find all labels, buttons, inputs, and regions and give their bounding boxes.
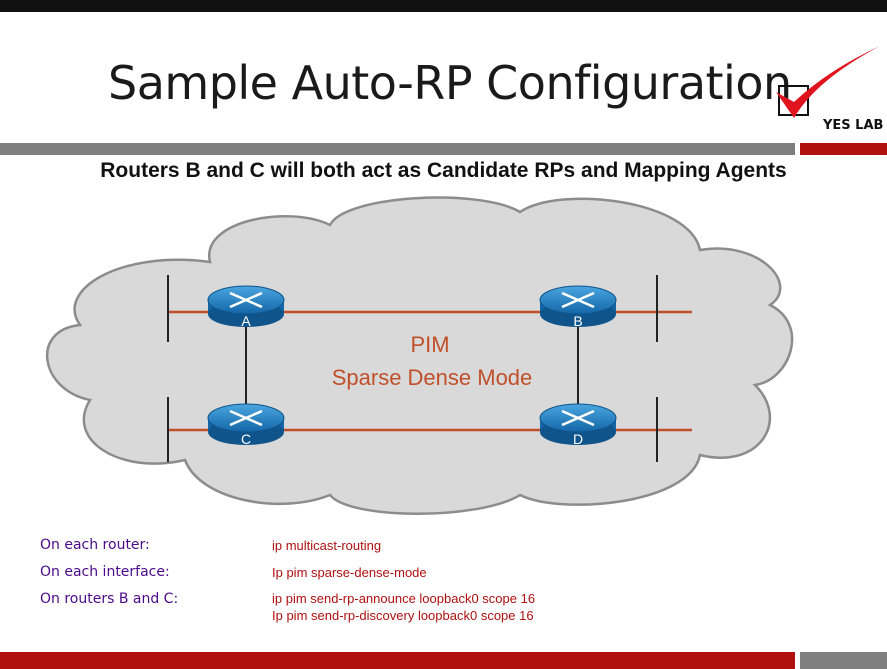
pim-mode: Sparse Dense Mode <box>332 365 533 390</box>
slide-title: Sample Auto-RP Configuration <box>108 56 792 110</box>
router-a-label: A <box>241 313 251 329</box>
yes-lab-logo <box>776 46 880 118</box>
top-border <box>0 0 887 12</box>
footer-bar-red <box>0 652 795 669</box>
header-rule-gray <box>0 143 795 155</box>
slide-subtitle: Routers B and C will both act as Candida… <box>100 159 787 182</box>
logo-text: YES LAB <box>823 118 884 133</box>
footer-bar-gray <box>800 652 887 669</box>
config-label-router: On each router: <box>40 537 150 553</box>
router-b-label: B <box>573 313 582 329</box>
config-label-interface: On each interface: <box>40 564 170 580</box>
header-rule-red <box>800 143 887 155</box>
config-cmd-multicast-routing: ip multicast-routing <box>272 538 382 553</box>
config-cmd-sparse-dense: Ip pim sparse-dense-mode <box>272 565 427 580</box>
router-c-label: C <box>241 431 251 447</box>
config-cmd-rp-announce: ip pim send-rp-announce loopback0 scope … <box>272 591 536 606</box>
pim-title: PIM <box>410 332 449 357</box>
router-b[interactable]: B <box>539 285 617 329</box>
router-c[interactable]: C <box>207 403 285 447</box>
router-a[interactable]: A <box>207 285 285 329</box>
config-label-routers-bc: On routers B and C: <box>40 591 179 607</box>
config-cmd-rp-discovery: Ip pim send-rp-discovery loopback0 scope… <box>272 608 534 623</box>
router-d[interactable]: D <box>539 403 617 447</box>
router-d-label: D <box>573 431 583 447</box>
